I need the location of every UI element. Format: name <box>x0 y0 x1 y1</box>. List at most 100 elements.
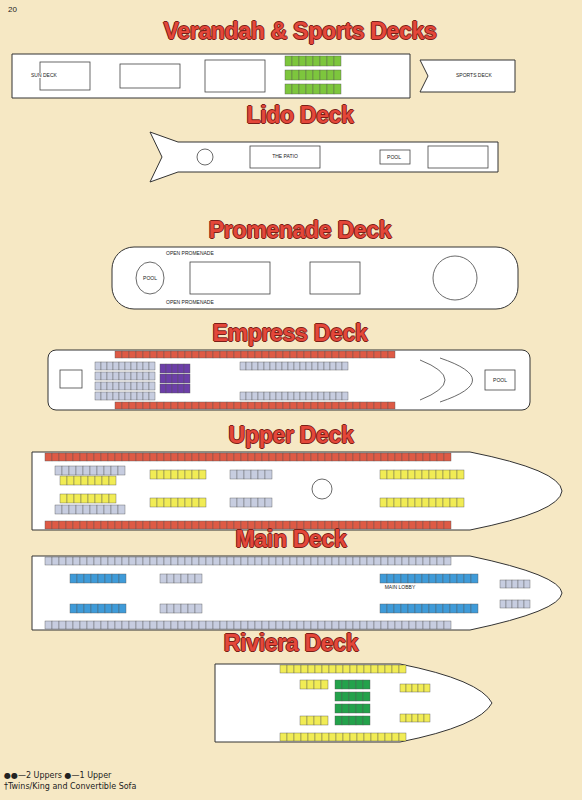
cabin-cell <box>178 470 185 479</box>
cabin-cell <box>312 362 318 370</box>
cabin-cell <box>363 716 370 725</box>
cabin-cell <box>371 733 378 741</box>
cabin-cell <box>122 521 129 529</box>
cabin-cell <box>349 692 356 701</box>
cabin-cell <box>297 351 304 358</box>
cabin-cell <box>115 402 122 409</box>
cabin-cell <box>87 453 94 461</box>
cabin-cell <box>392 665 399 673</box>
cabin-cell <box>318 557 325 565</box>
cabin-cell <box>45 521 52 529</box>
cabin-cell <box>185 557 192 565</box>
cabin-cell <box>258 498 265 507</box>
cabin-cell <box>332 621 339 629</box>
cabin-cell <box>95 382 101 390</box>
cabin-cell <box>380 498 387 507</box>
cabin-cell <box>437 557 444 565</box>
cabin-cell <box>178 453 185 461</box>
cabin-cell <box>395 453 402 461</box>
cabin-cell <box>137 392 143 400</box>
cabin-cell <box>280 665 287 673</box>
cabin-cell <box>206 453 213 461</box>
cabin-cell <box>248 351 255 358</box>
cabin-cell <box>415 498 422 507</box>
cabin-cell <box>104 505 111 514</box>
cabin-cell <box>436 574 443 583</box>
cabin-cell <box>457 574 464 583</box>
cabin-cell <box>415 574 422 583</box>
cabin-cell <box>321 716 328 725</box>
cabin-cell <box>244 498 251 507</box>
cabin-cell <box>306 392 312 400</box>
cabin-cell <box>178 364 184 373</box>
cabin-cell <box>313 56 320 66</box>
cabin-cell <box>342 716 349 725</box>
cabin-cell <box>119 382 125 390</box>
cabin-cell <box>374 557 381 565</box>
cabin-cell <box>199 470 206 479</box>
cabin-cell <box>252 392 258 400</box>
cabin-cell <box>336 733 343 741</box>
cabin-cell <box>45 621 52 629</box>
cabin-cell <box>113 362 119 370</box>
cabin-cell <box>300 680 307 689</box>
cabin-cell <box>129 351 136 358</box>
cabin-cell <box>59 453 66 461</box>
deck-feature <box>433 256 477 300</box>
cabin-cell <box>422 574 429 583</box>
cabin-cell <box>349 704 356 713</box>
cabin-cell <box>318 453 325 461</box>
cabin-cell <box>234 557 241 565</box>
lido-deck-outline <box>150 132 498 182</box>
cabin-cell <box>143 392 149 400</box>
cabin-cell <box>353 557 360 565</box>
cabin-cell <box>97 466 104 475</box>
cabin-cell <box>185 402 192 409</box>
cabin-cell <box>342 362 348 370</box>
sports-deck-outline <box>420 60 515 92</box>
cabin-cell <box>66 557 73 565</box>
cabin-cell <box>306 84 313 94</box>
cabin-cell <box>325 453 332 461</box>
cabin-cell <box>353 351 360 358</box>
cabin-cell <box>444 453 451 461</box>
deck-feature <box>120 64 180 88</box>
cabin-cell <box>178 498 185 507</box>
cabin-cell <box>91 604 98 613</box>
cabin-cell <box>412 714 418 722</box>
cabin-cell <box>327 84 334 94</box>
cabin-cell <box>304 621 311 629</box>
cabin-cell <box>255 402 262 409</box>
cabin-cell <box>59 557 66 565</box>
cabin-cell <box>518 600 524 608</box>
cabin-cell <box>185 470 192 479</box>
cabin-cell <box>157 498 164 507</box>
cabin-cell <box>262 402 269 409</box>
cabin-cell <box>119 392 125 400</box>
deck-feature <box>197 149 213 165</box>
cabin-cell <box>112 574 119 583</box>
room-label: POOL <box>386 155 402 160</box>
cabin-cell <box>311 402 318 409</box>
cabin-cell <box>285 70 292 80</box>
cabin-cell <box>164 402 171 409</box>
cabin-cell <box>166 384 172 393</box>
cabin-cell <box>55 505 62 514</box>
cabin-cell <box>74 476 81 485</box>
cabin-cell <box>524 600 530 608</box>
cabin-cell <box>84 604 91 613</box>
pool-shape <box>60 370 82 388</box>
cabin-cell <box>237 470 244 479</box>
cabin-cell <box>136 351 143 358</box>
cabin-cell <box>166 364 172 373</box>
cabin-cell <box>95 392 101 400</box>
cabin-cell <box>311 621 318 629</box>
cabin-cell <box>318 351 325 358</box>
promenade-deck-outline <box>112 247 518 309</box>
cabin-cell <box>178 621 185 629</box>
cabin-cell <box>213 402 220 409</box>
cabin-cell <box>62 466 69 475</box>
cabin-cell <box>76 505 83 514</box>
cabin-cell <box>349 716 356 725</box>
cabin-cell <box>206 557 213 565</box>
